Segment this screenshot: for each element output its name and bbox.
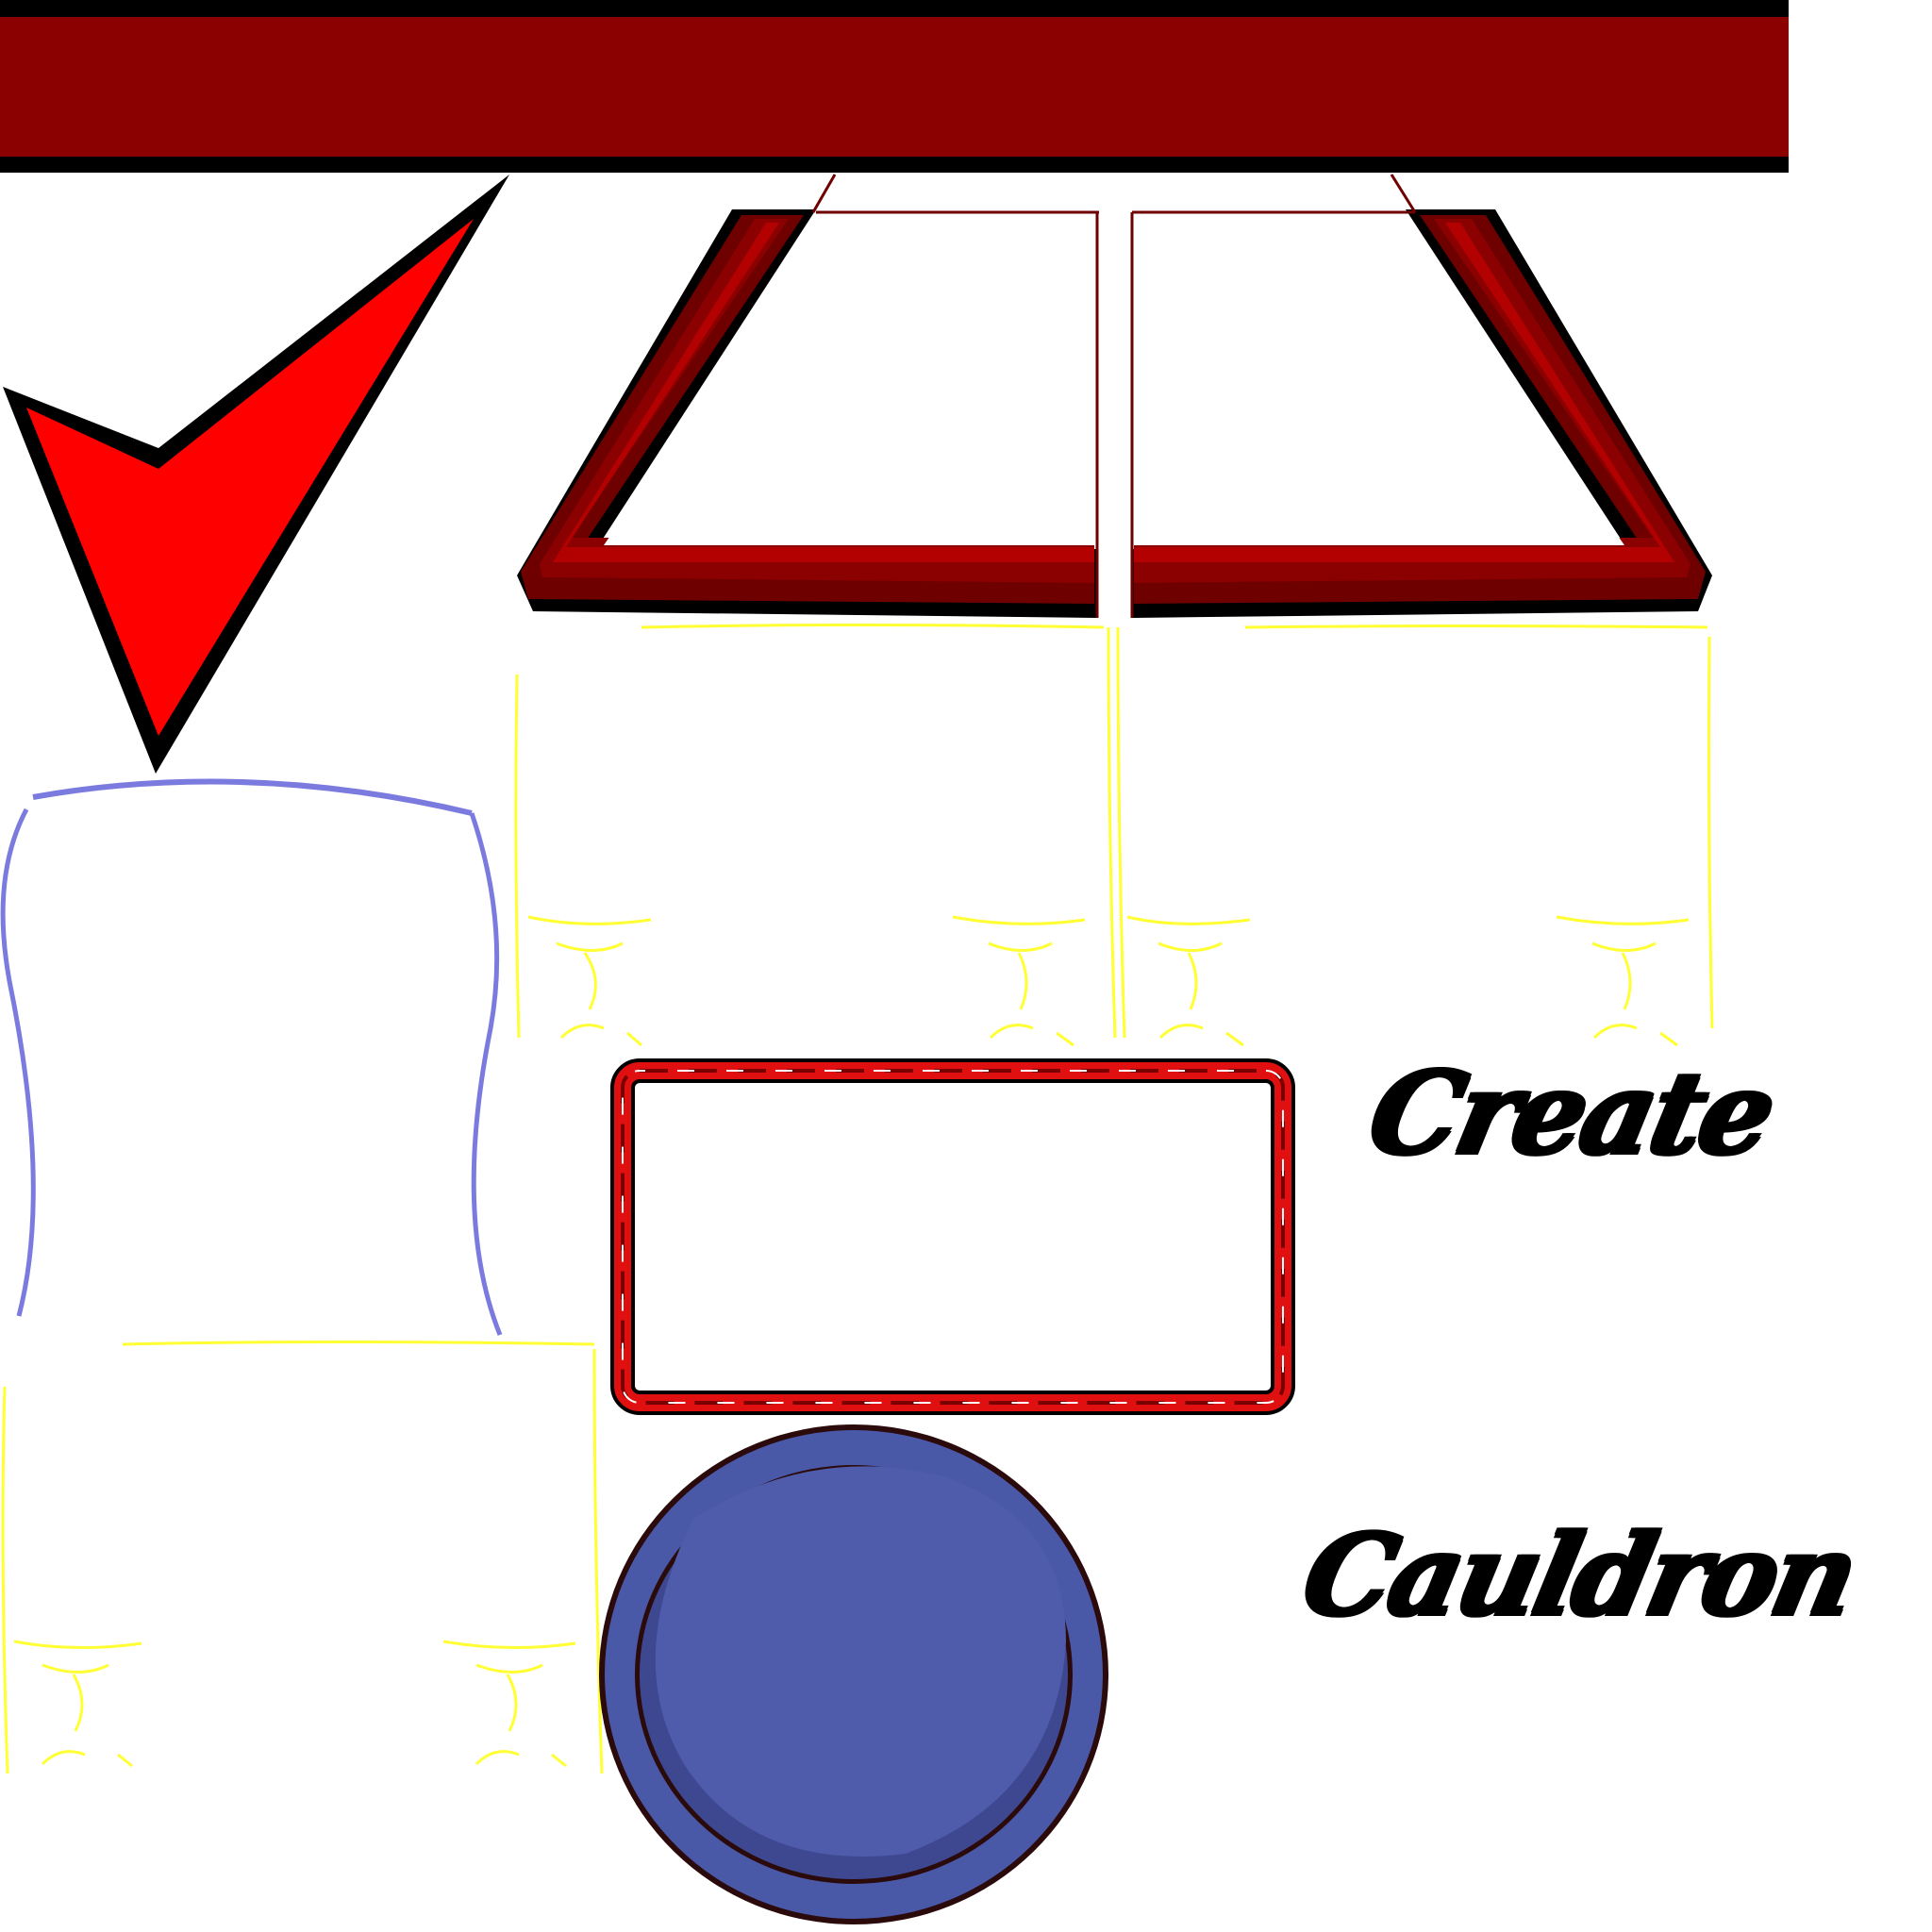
twisted-rope-frame [610, 1058, 1295, 1415]
top-banner [0, 0, 1789, 173]
yellow-outline-drape [514, 624, 1714, 1047]
yellow-outline-drape [1, 1341, 604, 1774]
create-label: Create [1358, 1047, 1784, 1180]
cauldron-label: Cauldron [1292, 1509, 1866, 1641]
checkmark-icon [3, 175, 509, 774]
trapezoid-window-frame [517, 174, 1712, 618]
cauldron-circle-icon [599, 1424, 1108, 1924]
blue-outline-panel [0, 778, 503, 1336]
